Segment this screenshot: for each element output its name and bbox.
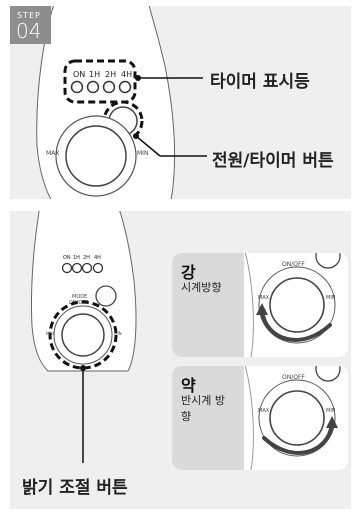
clockwise-card: ON/OFF MAX MIN 강 시계방향 <box>172 253 348 357</box>
top-illustration: ON 1H 2H 4H MODE ON/OFF MAX MIN <box>36 6 207 199</box>
brightness-dial-highlight <box>48 300 118 370</box>
indicator-light <box>92 262 104 274</box>
card-max-label: MAX <box>258 408 270 414</box>
timer-indicator-highlight <box>63 59 137 104</box>
dial-min-label: MIN <box>114 331 122 336</box>
arrow-head <box>256 303 268 315</box>
card-mode-label: ON/OFF <box>282 261 305 268</box>
top-panel: ON 1H 2H 4H MODE ON/OFF MAX MIN STEP 04 … <box>10 6 351 199</box>
callout-line <box>135 135 161 157</box>
indicator-on-label: ON <box>63 255 71 261</box>
step-number: 04 <box>16 19 42 43</box>
card-mode-label: ON/OFF <box>282 374 305 381</box>
indicator-light <box>71 262 83 274</box>
dial-knob <box>269 277 325 333</box>
bottom-illustration: ON 1H 2H 4H MODE ON/OFF MAX MIN <box>30 211 137 463</box>
counterclockwise-card: ON/OFF MAX MIN 약 반시계 방향 <box>172 366 348 470</box>
indicator-light <box>70 80 84 94</box>
mode-button <box>315 366 341 382</box>
callout-dot <box>80 365 86 371</box>
power-timer-button-callout: 전원/타이머 버튼 <box>212 151 334 171</box>
mode-button[interactable] <box>95 285 117 307</box>
indicator-1h-label: 1H <box>89 70 100 79</box>
indicator-4h-label: 4H <box>121 70 132 79</box>
step-label: STEP <box>17 11 41 20</box>
card-title: 약 <box>181 376 196 395</box>
callout-dot <box>135 75 141 81</box>
dial-knob <box>269 390 325 446</box>
brightness-dial[interactable] <box>65 125 127 187</box>
lamp-edge <box>244 253 254 357</box>
brightness-dial[interactable] <box>61 313 105 357</box>
card-min-label: MIN <box>326 408 336 414</box>
step-badge: STEP 04 <box>10 6 51 44</box>
timer-indicator-callout: 타이머 표시등 <box>210 72 310 92</box>
indicator-light <box>102 80 116 94</box>
indicator-2h-label: 2H <box>83 255 90 261</box>
lamp-edge <box>244 366 254 470</box>
indicator-light <box>118 80 132 94</box>
indicator-1h-label: 1H <box>73 255 80 261</box>
indicator-light <box>61 262 73 274</box>
clockwise-arrow <box>260 309 332 342</box>
bottom-panel: ON 1H 2H 4H MODE ON/OFF MAX MIN ON/OFF M… <box>10 211 351 509</box>
card-title: 강 <box>181 263 196 282</box>
card-description: 반시계 방향 <box>181 394 225 423</box>
indicator-light <box>86 80 100 94</box>
indicator-4h-label: 4H <box>94 255 101 261</box>
indicator-2h-label: 2H <box>105 70 116 79</box>
card-min-label: MIN <box>326 295 336 301</box>
arrow-head <box>326 416 338 428</box>
callout-dot <box>133 133 139 139</box>
mode-label-line2: ON/OFF <box>69 300 88 306</box>
indicator-light <box>81 262 93 274</box>
dial-max-label: MAX <box>46 331 55 336</box>
card-description: 시계방향 <box>181 281 222 294</box>
card-shade <box>172 253 244 357</box>
card-shade <box>172 366 244 470</box>
clockwise-illustration: ON/OFF MAX MIN <box>244 253 348 357</box>
mode-label-line1: MODE <box>72 294 87 300</box>
mode-button <box>315 253 341 269</box>
dial-max-label: MAX <box>46 150 59 157</box>
dial-min-label: MIN <box>137 150 148 157</box>
counterclockwise-arrow <box>262 422 334 455</box>
indicator-on-label: ON <box>73 70 85 79</box>
brightness-button-callout: 밝기 조절 버튼 <box>22 478 128 498</box>
counterclockwise-illustration: ON/OFF MAX MIN <box>244 366 348 470</box>
card-max-label: MAX <box>258 295 270 301</box>
